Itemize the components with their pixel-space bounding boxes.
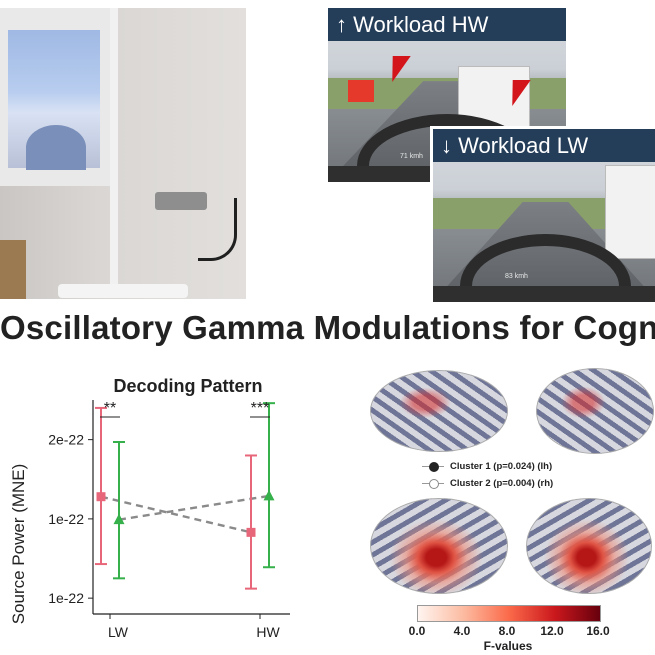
colorbar-tick: 8.0 <box>498 624 516 638</box>
colorbar <box>417 605 601 622</box>
legend-cluster-2-label: Cluster 2 (p=0.004) (rh) <box>450 478 554 489</box>
y-axis-label: Source Power (MNE) <box>9 464 28 625</box>
chart-svg: Decoding Pattern Source Power (MNE) 2e-2… <box>9 376 290 640</box>
data-point <box>96 492 106 502</box>
legend-cluster-1-label: Cluster 1 (p=0.024) (lh) <box>450 461 553 472</box>
x-tick-label: LW <box>108 624 129 640</box>
brain-panel: Cluster 1 (p=0.024) (lh) Cluster 2 (p=0.… <box>360 365 655 655</box>
speed-readout: 83 kmh <box>505 273 528 280</box>
colorbar-tick: 0.0 <box>408 624 426 638</box>
low-workload-label: ↓ Workload LW <box>433 129 655 162</box>
chart-title: Decoding Pattern <box>113 376 262 396</box>
series-line <box>100 495 252 534</box>
lab-setup-photo <box>0 8 246 299</box>
high-workload-label: ↑ Workload HW <box>328 8 566 41</box>
data-point <box>246 527 256 537</box>
chair <box>0 240 26 299</box>
projection-screen <box>8 30 100 170</box>
y-tick-label: 1e-22 <box>48 511 84 527</box>
colorbar-tick: 4.0 <box>453 624 471 638</box>
dashboard <box>433 286 655 302</box>
projected-dashboard <box>26 125 86 170</box>
x-tick-label: HW <box>256 624 280 640</box>
figure-title: Oscillatory Gamma Modulations for Cognit… <box>0 309 655 346</box>
left-hemisphere-lateral <box>370 370 508 452</box>
y-tick-label: 2e-22 <box>48 432 84 448</box>
projection-frame <box>0 8 113 186</box>
colorbar-tick: 12.0 <box>540 624 564 638</box>
legend-cluster-1: Cluster 1 (p=0.024) (lh) <box>422 461 552 472</box>
camera-icon <box>155 192 207 210</box>
red-truck-icon <box>348 80 374 102</box>
filled-dot-icon <box>429 461 439 472</box>
right-hemisphere-medial <box>526 498 652 594</box>
screen-stand <box>110 8 118 298</box>
truck-icon <box>605 165 655 259</box>
stand-base <box>58 284 188 298</box>
colorbar-label: F-values <box>483 639 533 653</box>
data-point <box>263 489 275 501</box>
colorbar-ticks: 0.0 4.0 8.0 12.0 16.0 <box>400 624 620 638</box>
speed-readout: 71 kmh <box>400 153 423 160</box>
significance-label: *** <box>251 400 270 417</box>
legend-cluster-2: Cluster 2 (p=0.004) (rh) <box>422 478 553 489</box>
open-dot-icon <box>429 478 439 489</box>
decoding-pattern-chart: Decoding Pattern Source Power (MNE) 2e-2… <box>0 368 290 655</box>
right-hemisphere-lateral <box>536 368 654 454</box>
camera-cable <box>198 198 237 261</box>
left-hemisphere-medial <box>370 498 508 594</box>
colorbar-tick: 16.0 <box>586 624 610 638</box>
series-line <box>118 494 270 521</box>
y-tick-label: 1e-22 <box>48 590 84 606</box>
low-workload-scene: 83 kmh ↓ Workload LW <box>430 126 655 302</box>
significance-label: ** <box>104 400 116 417</box>
data-point <box>113 513 125 525</box>
